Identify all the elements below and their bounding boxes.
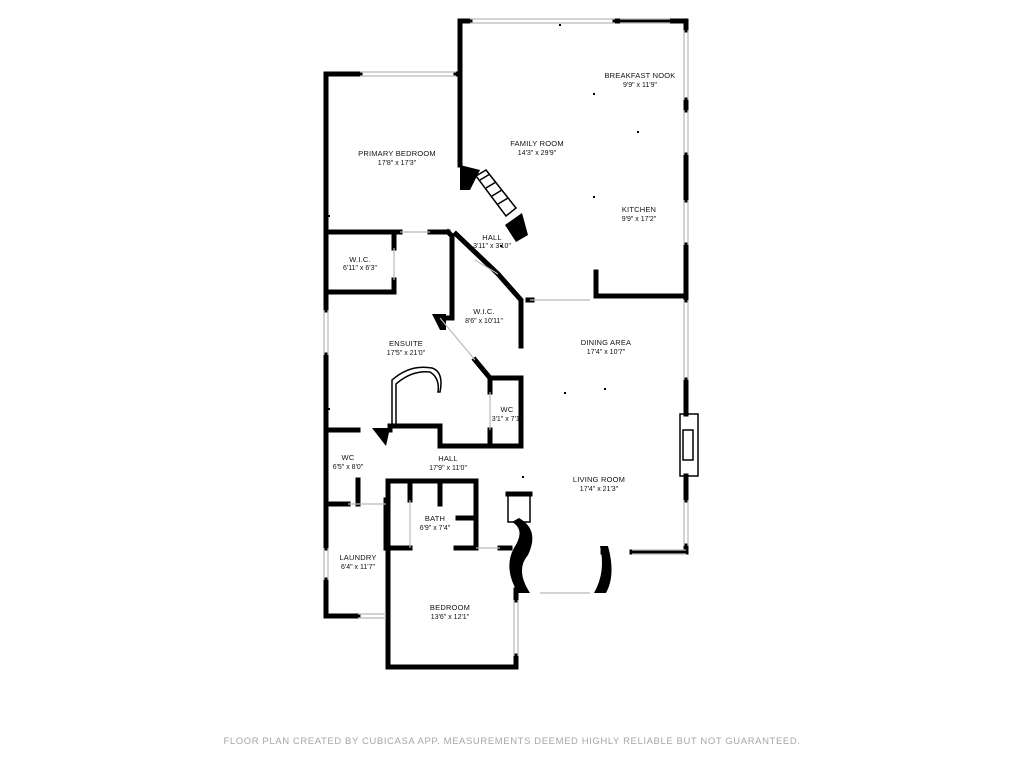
room-dim-dining-area: 17'4" x 10'7" (587, 349, 626, 356)
room-dim-family-room: 14'3" x 29'9" (518, 150, 557, 157)
room-dim-wic-left: 6'11" x 6'3" (343, 265, 377, 272)
room-labels: BREAKFAST NOOK 9'9" x 11'9" FAMILY ROOM … (333, 71, 676, 621)
room-name-bedroom: BEDROOM (430, 603, 470, 612)
room-dim-kitchen: 9'9" x 17'2" (622, 216, 657, 223)
room-dim-primary-bedroom: 17'8" x 17'3" (378, 160, 417, 167)
windows (323, 18, 689, 656)
room-name-hall-upper: HALL (482, 233, 502, 242)
room-name-kitchen: KITCHEN (622, 205, 656, 214)
room-name-wc-left: WC (342, 453, 355, 462)
markers (328, 24, 639, 478)
room-dim-hall-upper: 3'11" x 3'10" (473, 243, 511, 250)
room-dim-laundry: 6'4" x 11'7" (341, 564, 375, 571)
room-dim-wic-center: 8'6" x 10'11" (465, 318, 503, 325)
room-dim-living-room: 17'4" x 21'3" (580, 486, 619, 493)
room-name-ensuite: ENSUITE (389, 339, 423, 348)
room-dim-wc-left: 6'5" x 8'0" (333, 464, 364, 471)
room-dim-ensuite: 17'5" x 21'0" (387, 350, 426, 357)
room-name-primary-bedroom: PRIMARY BEDROOM (358, 149, 436, 158)
room-dim-breakfast-nook: 9'9" x 11'9" (623, 82, 657, 89)
room-dim-hall-main: 17'9" x 11'0" (429, 465, 467, 472)
room-name-hall-main: HALL (438, 454, 458, 463)
room-name-bath: BATH (425, 514, 445, 523)
room-name-wc-small: WC (501, 405, 514, 414)
room-dim-wc-small: 3'1" x 7'1" (492, 416, 523, 423)
bathtub (391, 366, 442, 426)
doors (348, 231, 500, 549)
solid-fills (372, 165, 612, 593)
room-name-laundry: LAUNDRY (339, 553, 376, 562)
fireplace (474, 169, 699, 477)
room-name-breakfast-nook: BREAKFAST NOOK (604, 71, 675, 80)
walls (323, 18, 689, 670)
room-dim-bedroom: 13'6" x 12'1" (431, 614, 470, 621)
room-name-wic-left: W.I.C. (349, 255, 371, 264)
room-name-wic-center: W.I.C. (473, 307, 495, 316)
room-dim-bath: 6'9" x 7'4" (420, 525, 451, 532)
room-name-dining-area: DINING AREA (581, 338, 632, 347)
disclaimer-footer: FLOOR PLAN CREATED BY CUBICASA APP. MEAS… (223, 736, 801, 747)
room-name-family-room: FAMILY ROOM (510, 139, 564, 148)
room-name-living-room: LIVING ROOM (573, 475, 625, 484)
